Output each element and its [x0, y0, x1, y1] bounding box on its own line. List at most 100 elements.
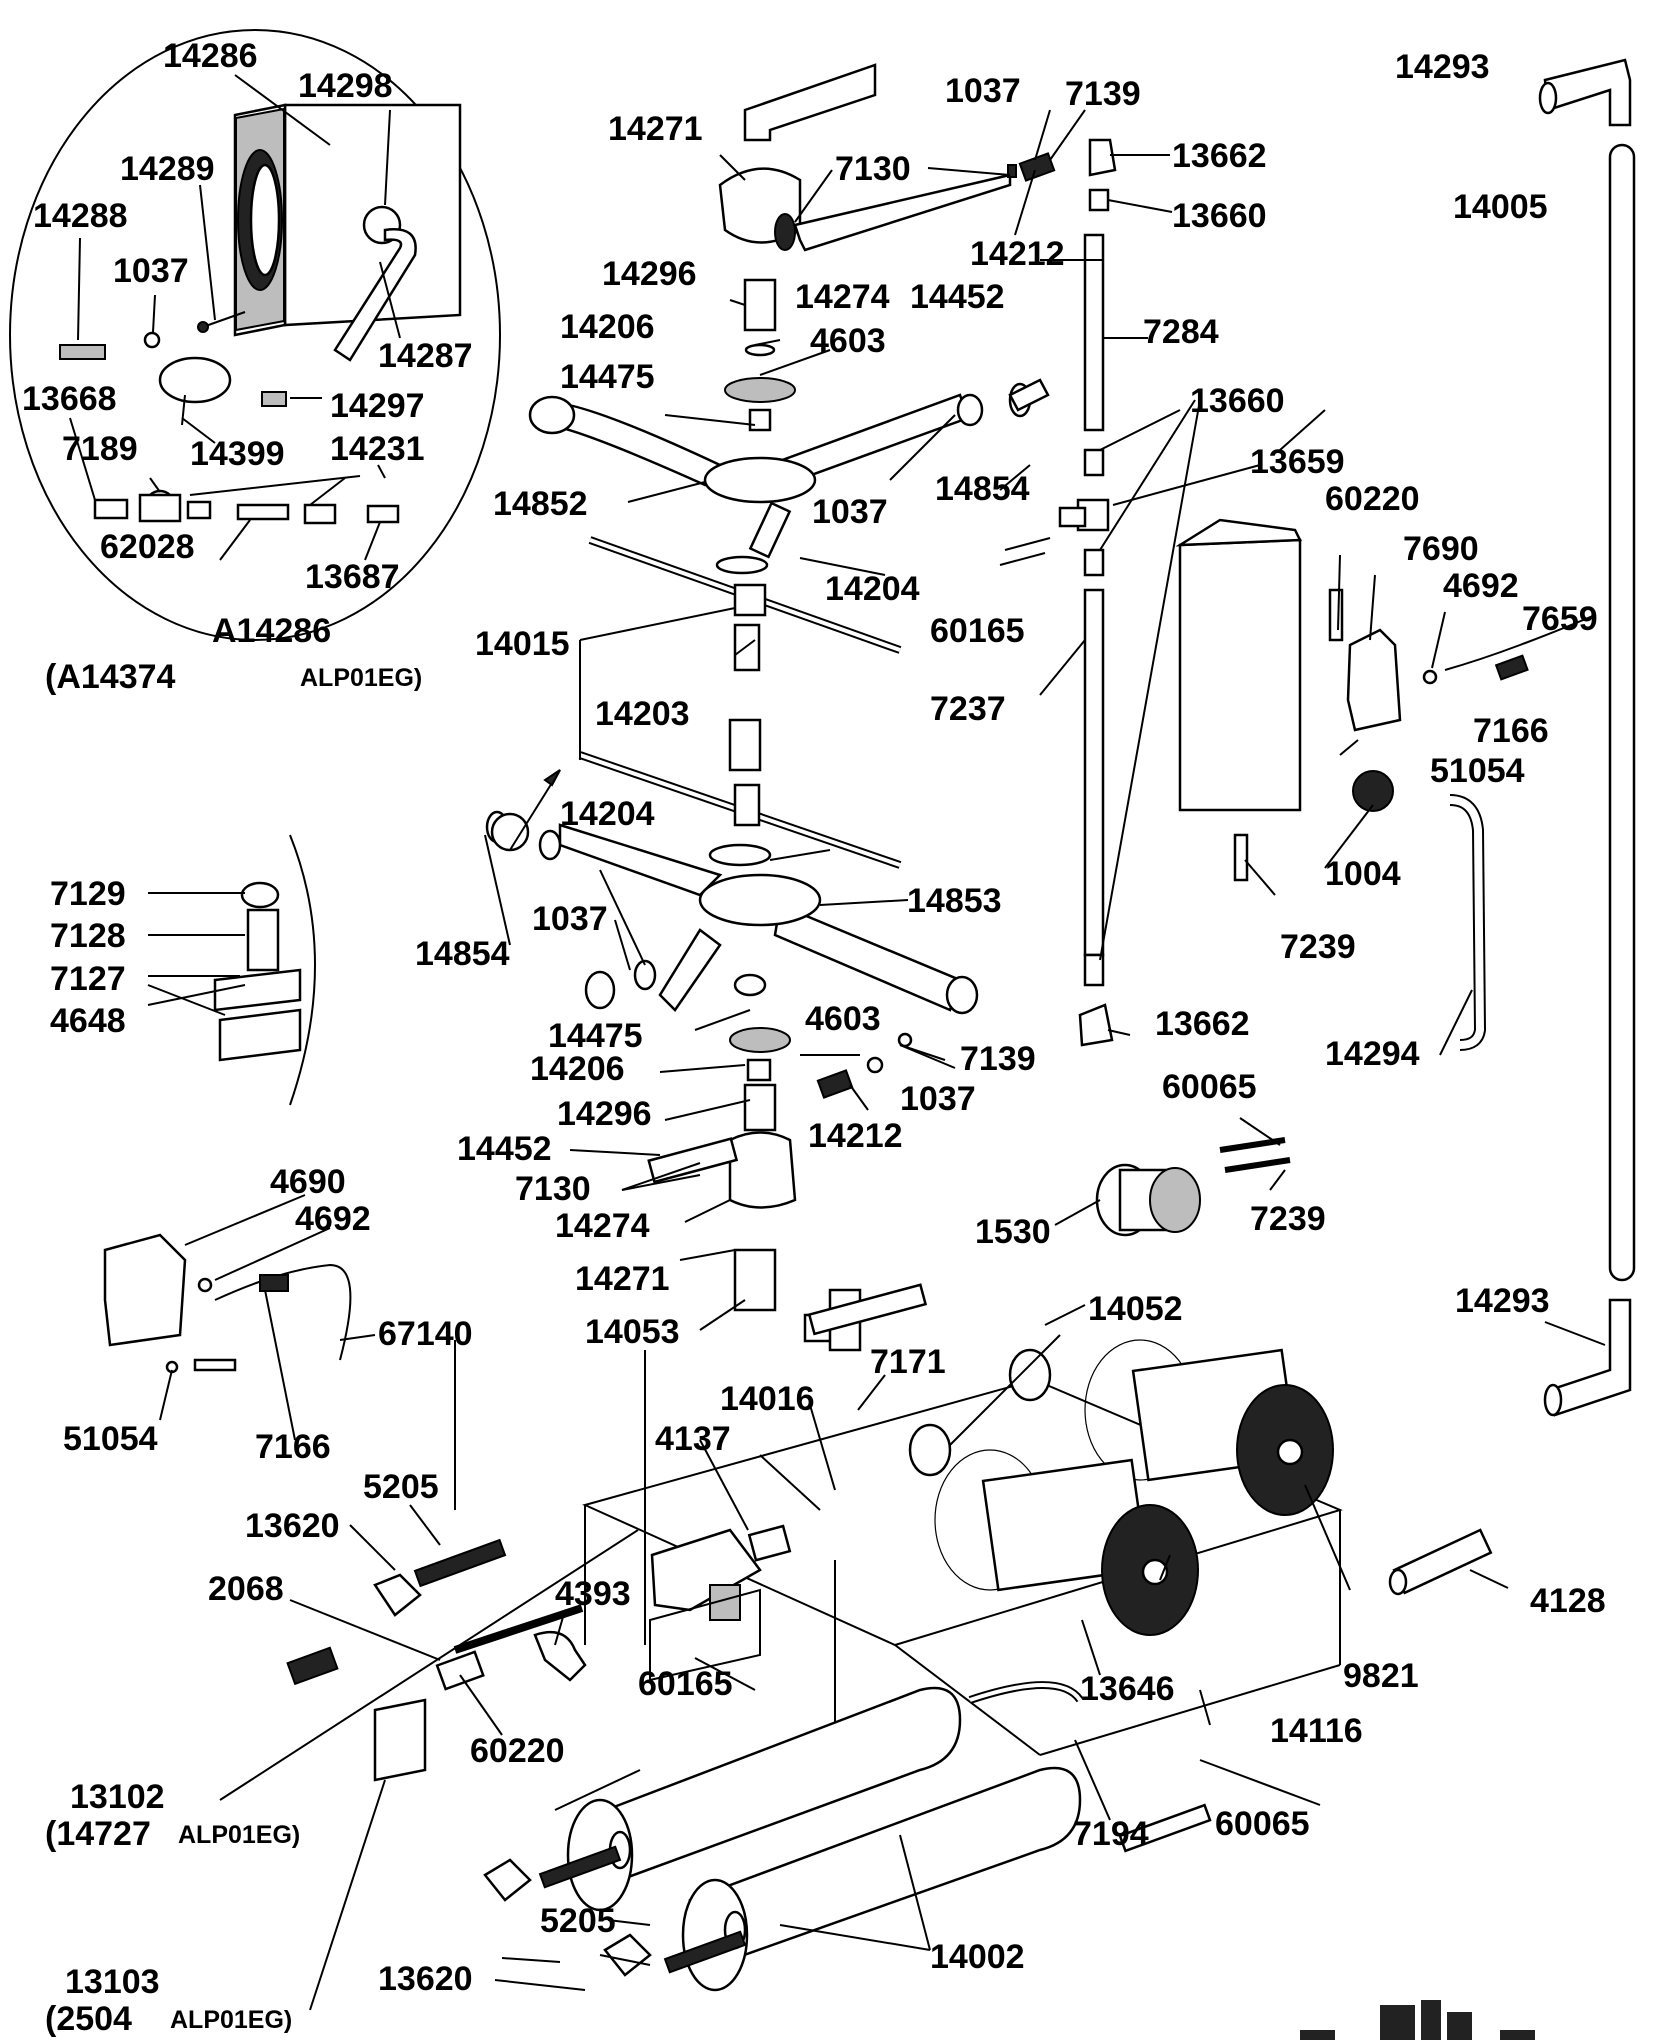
label-14297: 14297	[330, 387, 425, 425]
label-7659: 7659	[1522, 600, 1598, 638]
label-13662-top: 13662	[1172, 137, 1267, 175]
label-14854-top: 14854	[935, 470, 1030, 508]
label-4692-right: 4692	[1443, 567, 1519, 605]
label-60065-top: 60065	[1162, 1068, 1257, 1106]
label-2068: 2068	[208, 1570, 284, 1608]
label-60165-mid: 60165	[930, 612, 1025, 650]
motor-lower	[934, 1449, 1199, 1636]
label-7130-low: 7130	[515, 1170, 591, 1208]
label-7127: 7127	[50, 960, 126, 998]
label-inset-code: A14286	[212, 612, 331, 650]
label-1037-low: 1037	[532, 900, 608, 938]
motor-fittings	[908, 1348, 1493, 1596]
label-60165-low: 60165	[638, 1665, 733, 1703]
label-14293-low: 14293	[1455, 1282, 1550, 1320]
label-14274-top: 14274	[795, 278, 890, 316]
label-1004: 1004	[1325, 855, 1401, 893]
label-14203: 14203	[595, 695, 690, 733]
label-13687: 13687	[305, 558, 400, 596]
label-7139-top: 7139	[1065, 75, 1141, 113]
label-13646: 13646	[1080, 1670, 1175, 1708]
label-14854-low: 14854	[415, 935, 510, 973]
leader-lines	[147, 109, 1606, 2011]
motor-upper	[1084, 1339, 1334, 1516]
label-1037-arm: 1037	[812, 493, 888, 531]
label-14204-low: 14204	[560, 795, 655, 833]
label-13103-note: (2504	[45, 2000, 132, 2038]
label-14298: 14298	[298, 67, 393, 105]
part-labels: 14286 14298 14289 14288 1037 14287 14297…	[22, 37, 1606, 2038]
upper-spray-assembly	[528, 63, 1050, 672]
label-13102-variant: ALP01EG)	[178, 1821, 300, 1849]
label-60065-low: 60065	[1215, 1805, 1310, 1843]
label-4393: 4393	[555, 1575, 631, 1613]
label-7128: 7128	[50, 917, 126, 955]
label-7189: 7189	[62, 430, 138, 468]
label-14293-top: 14293	[1395, 48, 1490, 86]
label-7239-top: 7239	[1280, 928, 1356, 966]
switch-left	[103, 1233, 352, 1374]
label-4128: 4128	[1530, 1582, 1606, 1620]
label-4690: 4690	[270, 1163, 346, 1201]
label-7239-low: 7239	[1250, 1200, 1326, 1238]
inset-detail-a14286	[9, 29, 501, 641]
label-67140: 67140	[378, 1315, 473, 1353]
label-14052: 14052	[1088, 1290, 1183, 1328]
logo-fragment	[1300, 2000, 1535, 2040]
label-7139-low: 7139	[960, 1040, 1036, 1078]
label-4603-top: 4603	[810, 322, 886, 360]
inset-leaders	[69, 74, 401, 561]
label-14204-top: 14204	[825, 570, 920, 608]
label-4137: 4137	[655, 1420, 731, 1458]
label-14016: 14016	[720, 1380, 815, 1418]
label-inset-note-variant: ALP01EG)	[300, 664, 422, 692]
label-13103: 13103	[65, 1963, 160, 2001]
label-14206-low: 14206	[530, 1050, 625, 1088]
label-1037-low2: 1037	[900, 1080, 976, 1118]
label-14852: 14852	[493, 485, 588, 523]
label-13659: 13659	[1250, 443, 1345, 481]
label-4603-low: 4603	[805, 1000, 881, 1038]
label-13662-low: 13662	[1155, 1005, 1250, 1043]
label-7690: 7690	[1403, 530, 1479, 568]
label-4648: 4648	[50, 1002, 126, 1040]
label-14206-top: 14206	[560, 308, 655, 346]
label-14452-low: 14452	[457, 1130, 552, 1168]
label-14296-low: 14296	[557, 1095, 652, 1133]
label-14475-low: 14475	[548, 1017, 643, 1055]
label-14452-top: 14452	[910, 278, 1005, 316]
label-13103-variant: ALP01EG)	[170, 2006, 292, 2034]
label-1037-inset: 1037	[113, 252, 189, 290]
label-13660-top: 13660	[1172, 197, 1267, 235]
label-14288: 14288	[33, 197, 128, 235]
label-14289: 14289	[120, 150, 215, 188]
label-14853: 14853	[907, 882, 1002, 920]
label-14231: 14231	[330, 430, 425, 468]
label-13668: 13668	[22, 380, 117, 418]
label-13660-mid: 13660	[1190, 382, 1285, 420]
label-14271-top: 14271	[608, 110, 703, 148]
label-1530: 1530	[975, 1213, 1051, 1251]
right-long-pipe	[1538, 58, 1636, 1417]
tanks	[483, 1681, 1212, 1992]
lower-spray-assembly	[485, 718, 979, 1312]
label-13620-top: 13620	[245, 1507, 340, 1545]
label-5205-top: 5205	[363, 1468, 439, 1506]
tank-box	[1175, 518, 1596, 1051]
label-14212-low: 14212	[808, 1117, 903, 1155]
label-14287: 14287	[378, 337, 473, 375]
label-7130-top: 7130	[835, 150, 911, 188]
label-62028: 62028	[100, 528, 195, 566]
label-4692-left: 4692	[295, 1200, 371, 1238]
label-7194: 7194	[1073, 1815, 1149, 1853]
base-frame	[582, 1350, 1343, 1760]
label-13102-note: (14727	[45, 1815, 151, 1853]
label-14002: 14002	[930, 1938, 1025, 1976]
label-1037-top: 1037	[945, 72, 1021, 110]
label-60220-low: 60220	[470, 1732, 565, 1770]
label-14286-inset-top: 14286	[163, 37, 258, 75]
label-14296-top: 14296	[602, 255, 697, 293]
label-7129: 7129	[50, 875, 126, 913]
label-60220-right: 60220	[1325, 480, 1420, 518]
